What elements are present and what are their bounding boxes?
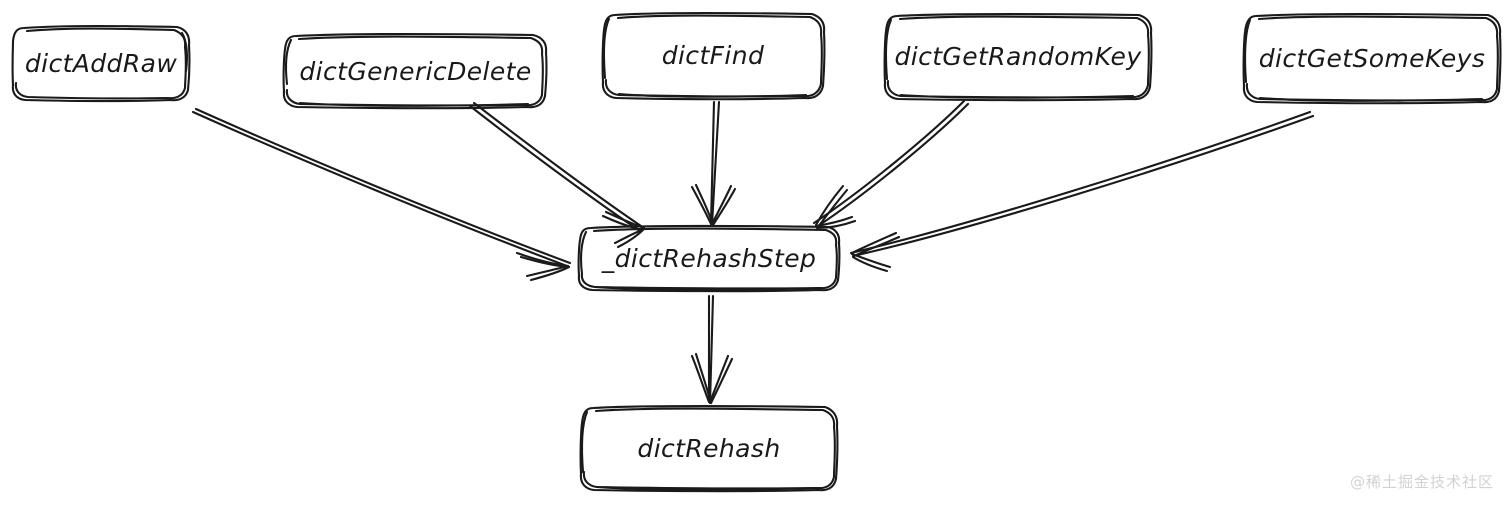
- edge-dictGetRandomKey-to-_dictRehashStep: [812, 99, 970, 230]
- node-shape-dictGetSomeKeys[interactable]: [1242, 12, 1502, 105]
- edge-dictGetSomeKeys-to-_dictRehashStep: [849, 110, 1315, 273]
- node-shape-dictGenericDelete[interactable]: [282, 32, 548, 110]
- node-shape-dictGetRandomKey[interactable]: [883, 12, 1153, 102]
- edge-dictAddRaw-to-_dictRehashStep: [191, 107, 572, 282]
- edge-dictGenericDelete-to-_dictRehashStep: [468, 101, 646, 249]
- watermark: @稀土掘金技术社区: [1349, 473, 1494, 491]
- edge-_dictRehashStep-to-dictRehash: [690, 294, 734, 405]
- node-shape-dictAddRaw[interactable]: [11, 24, 191, 103]
- node-shape-dictRehash[interactable]: [579, 404, 839, 493]
- node-shape-dictFind[interactable]: [601, 11, 826, 101]
- edge-dictFind-to-_dictRehashStep: [690, 100, 737, 227]
- node-shape-_dictRehashStep[interactable]: [577, 224, 841, 293]
